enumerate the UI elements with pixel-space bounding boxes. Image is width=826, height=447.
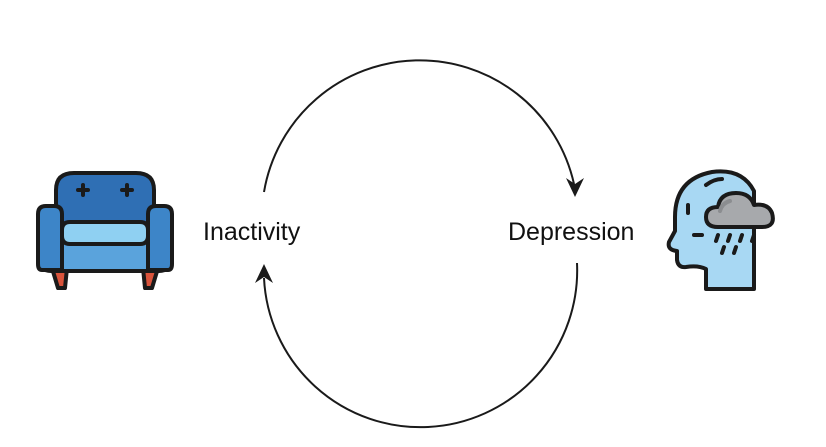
head-raincloud-icon <box>666 169 775 291</box>
arrow-inactivity-to-depression <box>263 59 575 193</box>
arrowhead-up-icon <box>255 264 273 283</box>
node-label-inactivity: Inactivity <box>203 218 301 246</box>
arrowhead-down-icon <box>566 178 584 197</box>
armchair-icon <box>36 171 174 290</box>
node-label-depression: Depression <box>508 218 635 246</box>
arrow-depression-to-inactivity <box>263 262 579 429</box>
